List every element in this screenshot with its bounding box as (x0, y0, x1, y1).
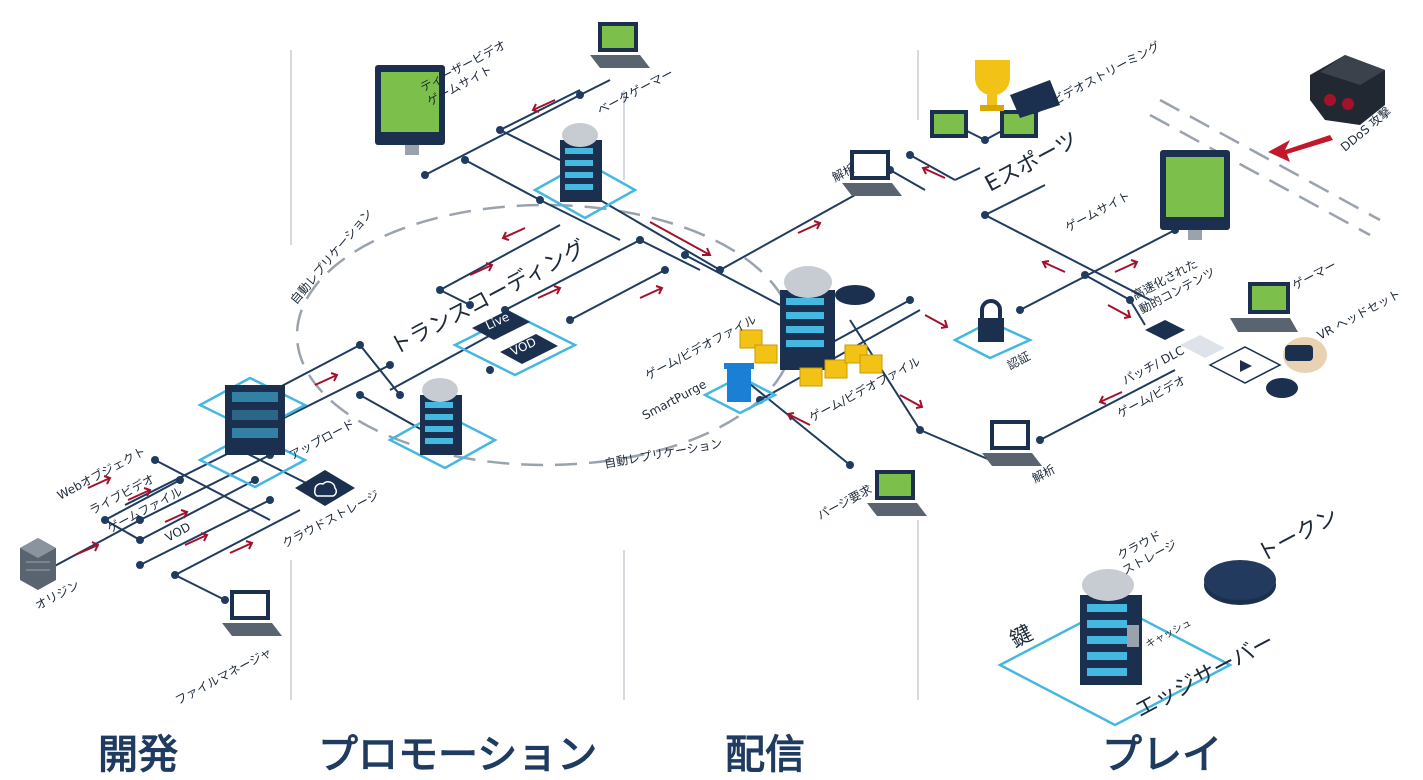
distribution-server-icon (780, 266, 875, 370)
label-game-site-right: ゲームサイト (1063, 189, 1133, 235)
purge-request-laptop-icon (867, 470, 927, 516)
legend-token-icon (1204, 560, 1276, 605)
analytics-top-laptop-icon (842, 150, 902, 196)
origin-server-icon (20, 538, 56, 590)
label-file-manager: ファイルマネージャ (173, 645, 274, 708)
label-transcoding: トランスコーディング (386, 236, 590, 360)
label-gamer: ゲーマー (1290, 258, 1339, 293)
flow-arrows (74, 99, 1139, 556)
ddos-arrow (1268, 135, 1333, 162)
ddos-shield-lines (1149, 98, 1381, 237)
edge-server-promo-icon (387, 378, 498, 470)
legend-edge-server-icon (997, 569, 1233, 727)
label-auto-replication-left: 自動レプリケーション (288, 206, 376, 307)
phase-separators (290, 50, 919, 700)
phase-dist: 配信 (725, 732, 805, 778)
label-smartpurge: SmartPurge (640, 377, 709, 423)
phase-promo: プロモーション (318, 732, 597, 778)
skull-icon (1310, 55, 1385, 125)
phase-play: プレイ (1102, 732, 1222, 778)
teaser-monitor-icon (375, 65, 445, 155)
label-auto-replication-bottom: 自動レプリケーション (603, 436, 723, 471)
game-site-monitor-icon (1160, 150, 1230, 240)
folder-icons (739, 329, 883, 387)
edge-server-top-icon (532, 123, 638, 220)
gamer-laptop-icon (1230, 282, 1298, 332)
trophy-icon (975, 60, 1010, 111)
ingest-device-icon (197, 376, 308, 489)
smartpurge-trash-icon (702, 363, 778, 415)
label-purge-request: パージ要求 (815, 482, 874, 522)
file-manager-laptop-icon (222, 590, 282, 636)
legend-token: トークン (1253, 504, 1342, 567)
label-vr-headset: VR ヘッドセット (1315, 287, 1403, 343)
transcoding-pad (452, 310, 578, 377)
auth-lock-icon (952, 299, 1034, 360)
label-esports: Eスポーツ (981, 128, 1082, 198)
vr-headset-icon (1283, 337, 1327, 373)
label-auth: 認証 (1004, 348, 1032, 373)
cloud-storage-icon (295, 470, 355, 506)
phase-dev: 開発 (98, 732, 179, 778)
label-video-streaming: ビデオストリーミング (1049, 38, 1162, 108)
label-beta-gamer: ベータゲーマー (595, 66, 676, 118)
legend-cache: キャッシュ (1144, 617, 1193, 650)
label-upload: アップロード (287, 416, 357, 462)
esports-laptops-icon (930, 80, 1060, 138)
network-lines (37, 79, 1176, 601)
analytics-bottom-laptop-icon (982, 420, 1042, 466)
beta-gamer-laptop-icon (590, 22, 650, 68)
patch-dlc-icon (1145, 320, 1298, 398)
